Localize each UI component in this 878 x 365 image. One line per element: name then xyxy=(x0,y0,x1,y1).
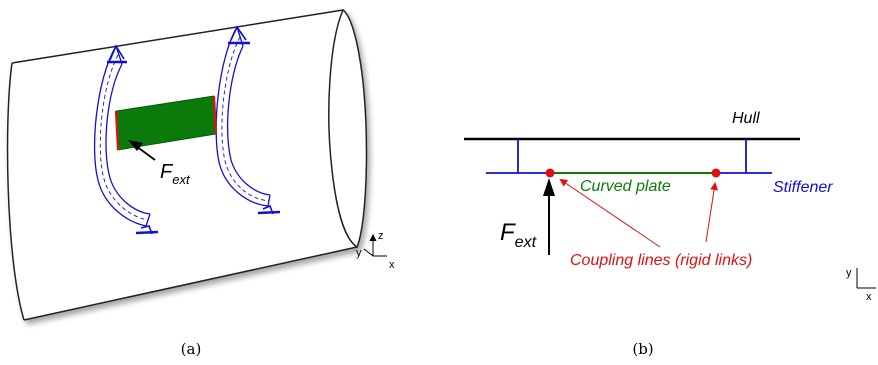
panel-b: Hull Stiffener Curved plate Coupling lin… xyxy=(464,110,876,358)
coupling-point-left xyxy=(545,168,555,178)
hull-cylinder xyxy=(6,8,368,321)
curved-plate-label: Curved plate xyxy=(580,178,671,195)
axis-z-label-a: z xyxy=(378,230,384,242)
force-label-b: Fext xyxy=(500,219,537,251)
axis-x-label-b: x xyxy=(866,291,872,303)
force-arrow-b xyxy=(543,178,555,255)
axes-triad-a xyxy=(363,233,387,257)
stiffener-section xyxy=(486,139,772,174)
coupling-leaders xyxy=(559,178,719,248)
hull-label: Hull xyxy=(732,110,760,127)
stiffener-label: Stiffener xyxy=(773,179,833,196)
panel-a: Fext z y x (a) xyxy=(6,8,395,358)
caption-b: (b) xyxy=(632,340,653,358)
force-arrow-a xyxy=(128,140,156,161)
axis-x-label-a: x xyxy=(389,259,395,271)
coupling-line-right xyxy=(212,95,218,135)
caption-a: (a) xyxy=(181,340,202,358)
stiffener-ring-right xyxy=(215,25,281,215)
hull-right-end xyxy=(328,8,368,249)
stiffener-ring-left xyxy=(93,44,159,235)
coupling-point-right xyxy=(711,168,721,178)
hull-top-edge xyxy=(11,9,344,64)
axis-y-label-a: y xyxy=(356,247,362,259)
force-label-a: Fext xyxy=(160,161,191,187)
coupling-line-left xyxy=(114,110,120,151)
axis-y-label-b: y xyxy=(846,267,852,279)
coupling-label: Coupling lines (rigid links) xyxy=(570,252,752,269)
hull-bottom-edge xyxy=(23,246,358,321)
curved-plate-3d xyxy=(114,95,218,151)
hull-left-end xyxy=(6,62,25,321)
axes-b xyxy=(856,268,876,289)
